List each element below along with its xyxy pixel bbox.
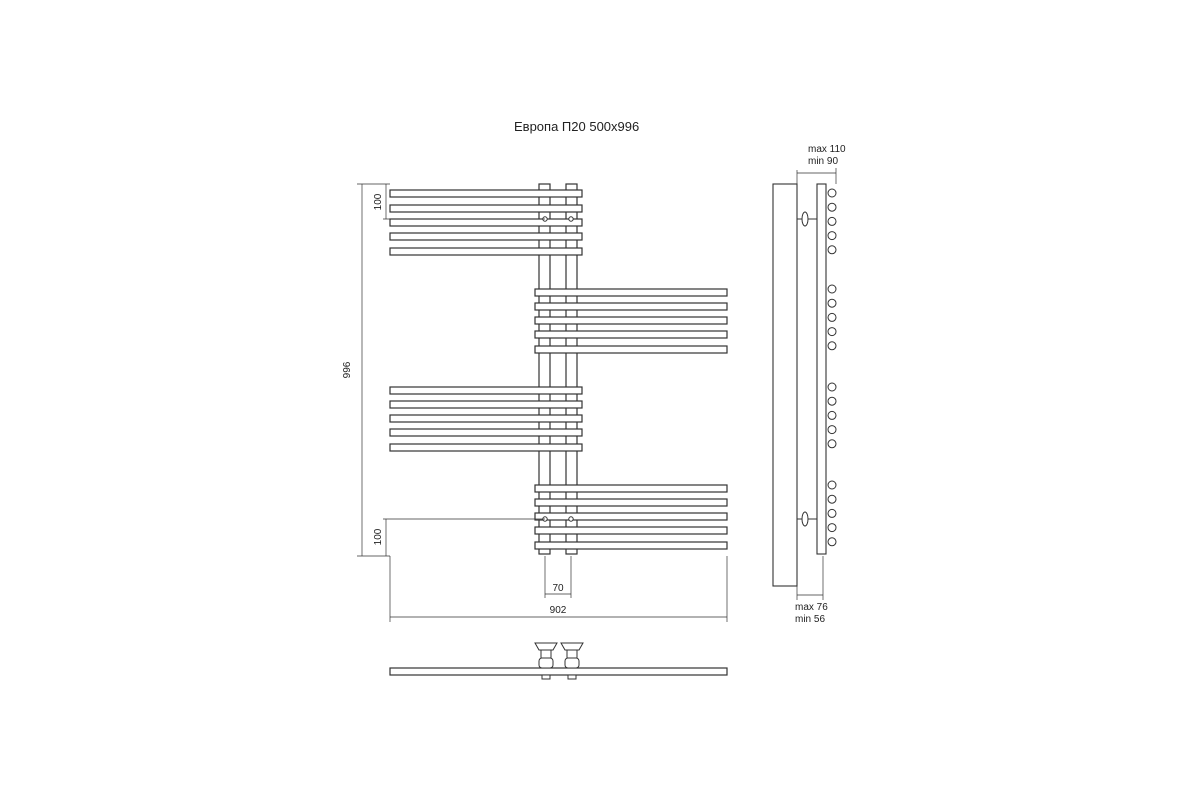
rail-end-circle xyxy=(827,523,837,533)
dim-width-total: 902 xyxy=(550,605,567,616)
rail-group-upper-right xyxy=(534,288,728,354)
wall-bracket xyxy=(801,511,809,527)
rail-end-circle xyxy=(827,341,837,351)
rail-end-circle xyxy=(827,508,837,518)
rail-end-circle xyxy=(827,327,837,337)
rail-end-circle xyxy=(827,425,837,435)
side-dimensions: max 110 min 90 max 76 min 56 xyxy=(795,144,846,625)
rail-end-circle xyxy=(827,480,837,490)
dim-top-spacing: 100 xyxy=(373,193,384,210)
rail-end-circle xyxy=(827,216,837,226)
left-post xyxy=(538,183,551,555)
top-view-rail xyxy=(389,667,728,676)
connection-point xyxy=(568,216,574,222)
side-view xyxy=(772,183,837,587)
rail-end-circle xyxy=(827,188,837,198)
rail-end-circle xyxy=(827,410,837,420)
radiator-profile xyxy=(816,183,827,555)
rail-end-circle xyxy=(827,284,837,294)
rail-end-circle xyxy=(827,537,837,547)
rail-end-circle xyxy=(827,298,837,308)
top-view xyxy=(389,642,728,680)
front-dimensions: 996 100 100 70 902 xyxy=(342,183,728,622)
wall-bracket xyxy=(801,211,809,227)
rail-end-circle xyxy=(827,494,837,504)
drawing-title: Европа П20 500х996 xyxy=(514,119,639,134)
rail-end-circle xyxy=(827,245,837,255)
wall-panel xyxy=(772,183,798,587)
valve-left xyxy=(534,642,558,680)
rail-group-lower-left xyxy=(389,386,583,452)
rail-end-circle xyxy=(827,202,837,212)
dim-side-bottom-min: min 56 xyxy=(795,614,825,625)
right-post xyxy=(565,183,578,555)
dim-side-top-max: max 110 xyxy=(808,144,846,155)
rail-end-circle xyxy=(827,396,837,406)
dim-side-bottom-max: max 76 xyxy=(795,602,828,613)
dim-bottom-spacing: 100 xyxy=(373,528,384,545)
rail-group-bottom-right xyxy=(534,484,728,550)
valve-right xyxy=(560,642,584,680)
dim-post-spacing: 70 xyxy=(552,583,564,594)
dim-side-top-min: min 90 xyxy=(808,156,838,167)
rail-group-top-left xyxy=(389,189,583,256)
rail-end-circle xyxy=(827,439,837,449)
connection-point xyxy=(568,516,574,522)
rail-end-circle xyxy=(827,312,837,322)
front-view xyxy=(389,183,728,555)
dim-height-total: 996 xyxy=(342,361,353,378)
rail-end-circle xyxy=(827,231,837,241)
rail-end-circle xyxy=(827,382,837,392)
rail-ends xyxy=(827,188,837,547)
